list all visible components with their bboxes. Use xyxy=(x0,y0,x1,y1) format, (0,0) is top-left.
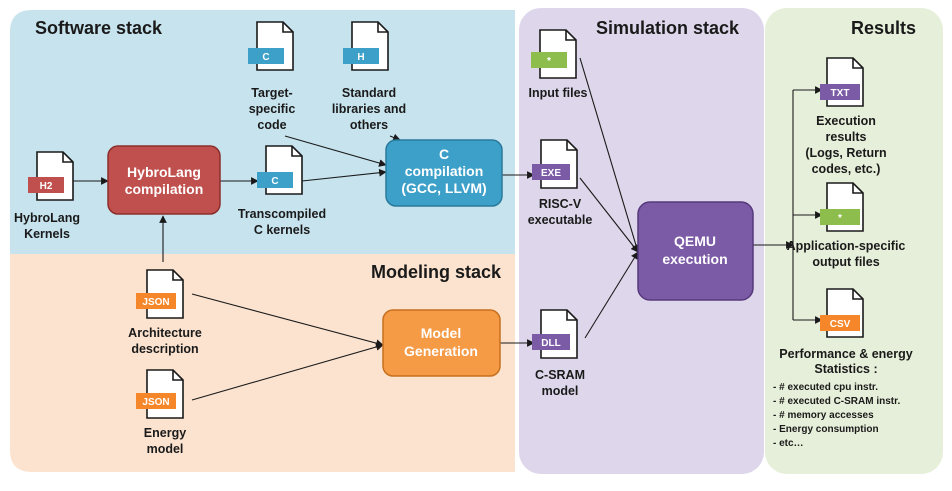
svg-text:Input files: Input files xyxy=(528,86,587,100)
ccompile-box-line1: C xyxy=(439,146,449,162)
hybrolang-box-line1: HybroLang xyxy=(127,164,201,180)
arrow-arch-to-model xyxy=(191,293,384,347)
svg-text:C-SRAM: C-SRAM xyxy=(535,368,585,382)
svg-text:code: code xyxy=(257,118,286,132)
svg-text:Target-: Target- xyxy=(251,86,292,100)
h2-badge: H2 xyxy=(40,181,53,192)
svg-text:HybroLang: HybroLang xyxy=(14,211,80,225)
energy-json-file-label: Energy model xyxy=(144,426,186,456)
connectors xyxy=(73,57,823,401)
h2-file-label: HybroLang Kernels xyxy=(14,211,80,241)
svg-text:Energy: Energy xyxy=(144,426,186,440)
svg-text:Standard: Standard xyxy=(342,86,396,100)
dll-file-label: C-SRAM model xyxy=(535,368,585,398)
stats-title-line1: Performance & energy xyxy=(779,347,912,361)
dll-file-icon: DLL xyxy=(532,309,578,359)
svg-text:RISC-V: RISC-V xyxy=(539,197,582,211)
app-output-file-label: Application-specific output files xyxy=(787,239,906,269)
svg-text:output files: output files xyxy=(812,255,879,269)
txt-file-label: Execution results (Logs, Return codes, e… xyxy=(805,114,886,176)
arrow-exe-to-qemu xyxy=(579,177,639,253)
exe-file-icon: EXE xyxy=(532,139,578,189)
csv-badge: CSV xyxy=(830,319,851,330)
svg-text:Kernels: Kernels xyxy=(24,227,70,241)
svg-text:description: description xyxy=(131,342,198,356)
ccompile-box-line2: compilation xyxy=(405,163,484,179)
svg-text:results: results xyxy=(826,130,867,144)
svg-text:libraries and: libraries and xyxy=(332,102,406,116)
app-output-file-icon: * xyxy=(820,182,864,232)
arrow-transc-to-ccompile xyxy=(301,168,387,182)
modeling-stack-title: Modeling stack xyxy=(371,262,502,282)
arch-json-file-icon: JSON xyxy=(136,269,184,319)
stats-item: - # executed C-SRAM instr. xyxy=(773,396,900,407)
txt-file-icon: TXT xyxy=(820,57,864,107)
arch-json-badge: JSON xyxy=(142,297,169,308)
transcompiled-c-file-label: Transcompiled C kernels xyxy=(238,207,326,237)
svg-text:(Logs, Return: (Logs, Return xyxy=(805,146,886,160)
qemu-box-line2: execution xyxy=(662,251,727,267)
energy-json-file-icon: JSON xyxy=(136,369,184,419)
arrow-input-to-qemu xyxy=(579,57,640,253)
svg-text:model: model xyxy=(542,384,579,398)
stats-block: Performance & energy Statistics : - # ex… xyxy=(773,347,913,449)
results-title: Results xyxy=(851,18,916,38)
h2-file-icon: H2 xyxy=(28,151,74,201)
app-out-badge: * xyxy=(838,213,842,224)
model-generation-box: Model Generation xyxy=(382,309,501,377)
stats-item: - Energy consumption xyxy=(773,424,879,435)
input-files-icon: * xyxy=(531,29,577,79)
input-files-label: Input files xyxy=(528,86,587,100)
software-stack-title: Software stack xyxy=(35,18,163,38)
dll-badge: DLL xyxy=(541,338,560,349)
svg-text:Architecture: Architecture xyxy=(128,326,202,340)
txt-badge: TXT xyxy=(831,88,850,99)
c-compilation-box: C compilation (GCC, LLVM) xyxy=(385,139,503,207)
csv-file-icon: CSV xyxy=(820,288,864,338)
qemu-execution-box: QEMU execution xyxy=(637,201,754,301)
model-box-line1: Model xyxy=(421,325,461,341)
input-badge: * xyxy=(547,56,551,67)
svg-text:Transcompiled: Transcompiled xyxy=(238,207,326,221)
svg-text:Application-specific: Application-specific xyxy=(787,239,906,253)
svg-text:Execution: Execution xyxy=(816,114,876,128)
stats-title-line2: Statistics : xyxy=(814,362,877,376)
model-box-line2: Generation xyxy=(404,343,478,359)
std-h-badge: H xyxy=(357,52,364,63)
std-h-file-icon: H xyxy=(343,21,389,71)
stats-item: - etc… xyxy=(773,438,804,449)
svg-text:model: model xyxy=(147,442,184,456)
transcompiled-c-file-icon: C xyxy=(257,145,303,195)
exe-badge: EXE xyxy=(541,168,561,179)
hybrolang-box-line2: compilation xyxy=(125,181,204,197)
stats-item: - # executed cpu instr. xyxy=(773,382,878,393)
arrow-dll-to-qemu xyxy=(584,251,639,339)
arch-json-file-label: Architecture description xyxy=(128,326,202,356)
target-c-file-label: Target- specific code xyxy=(249,86,296,132)
svg-text:executable: executable xyxy=(528,213,593,227)
target-c-file-icon: C xyxy=(248,21,294,71)
exe-file-label: RISC-V executable xyxy=(528,197,593,227)
arrow-target-to-ccompile xyxy=(284,135,387,167)
svg-text:specific: specific xyxy=(249,102,296,116)
simulation-stack-title: Simulation stack xyxy=(596,18,740,38)
results-region: Results xyxy=(765,8,943,474)
stats-item: - # memory accesses xyxy=(773,410,874,421)
transc-badge: C xyxy=(271,176,278,187)
hybrolang-compilation-box: HybroLang compilation xyxy=(107,145,221,215)
std-h-file-label: Standard libraries and others xyxy=(332,86,406,132)
target-c-badge: C xyxy=(262,52,269,63)
arrow-energy-to-model xyxy=(191,343,384,401)
ccompile-box-line3: (GCC, LLVM) xyxy=(401,180,486,196)
svg-text:codes, etc.): codes, etc.) xyxy=(812,162,881,176)
svg-text:C kernels: C kernels xyxy=(254,223,310,237)
energy-json-badge: JSON xyxy=(142,397,169,408)
svg-text:others: others xyxy=(350,118,388,132)
qemu-box-line1: QEMU xyxy=(674,233,716,249)
